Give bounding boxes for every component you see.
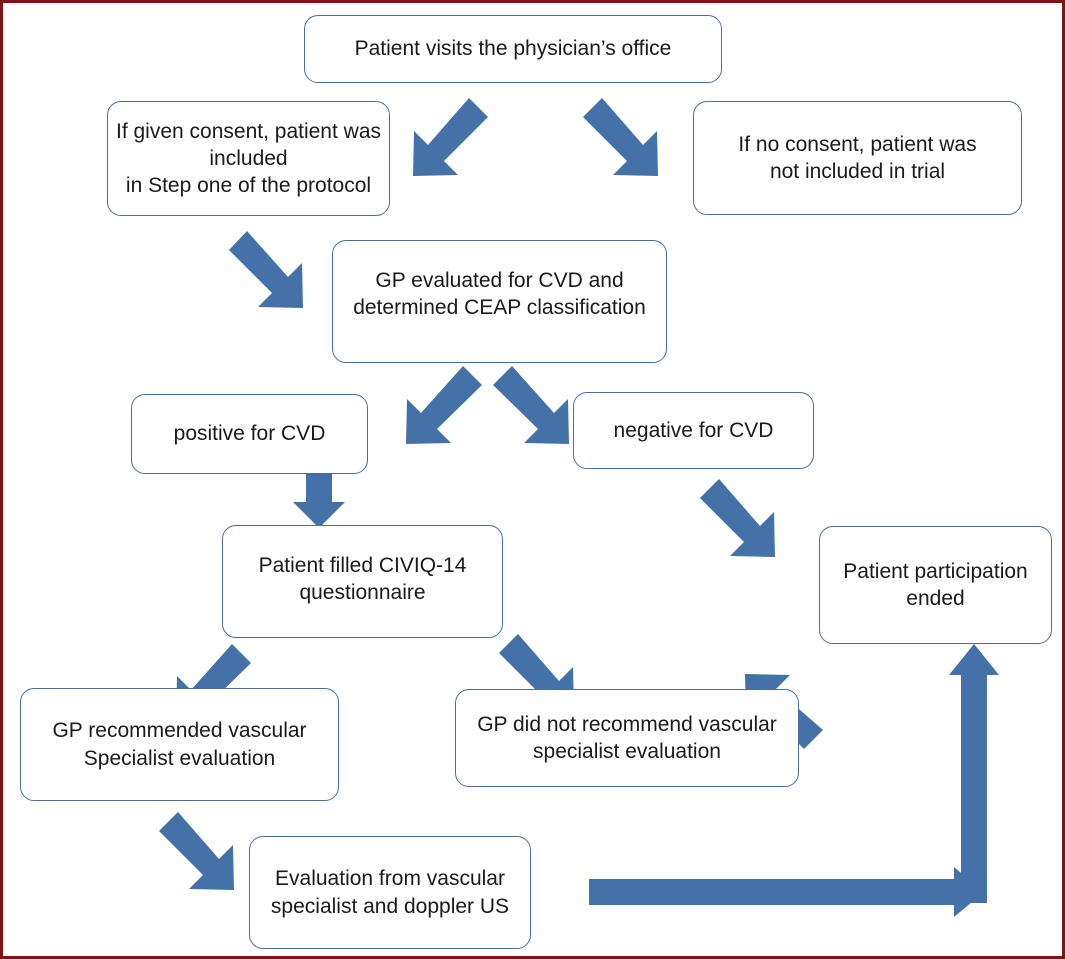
edge-gp-eval-to-cvd-neg [493,366,569,444]
edge-cvd-neg-to-ended [700,479,775,557]
node-gp-not-recommended-label: GP did not recommend vascular specialist… [477,712,777,763]
node-consent-given[interactable]: If given consent, patient was included i… [107,101,390,216]
node-gp-evaluation-label: GP evaluated for CVD and determined CEAP… [353,269,646,320]
edge-consent-yes-to-gp-eval [229,231,303,308]
node-patient-visit-label: Patient visits the physician’s office [354,37,672,61]
node-vascular-evaluation-label: Evaluation from vascular specialist and … [270,867,510,918]
edge-rec-yes-to-vasc-eval [159,812,234,890]
edge-vasc-eval-to-right [589,867,984,917]
node-participation-ended[interactable]: Patient participation ended [819,526,1052,644]
node-participation-ended-label: Patient participation ended [843,559,1028,610]
node-gp-evaluation[interactable]: GP evaluated for CVD and determined CEAP… [332,240,667,363]
edge-gp-eval-to-cvd-pos [406,366,482,444]
node-gp-recommended[interactable]: GP recommended vascular Specialist evalu… [20,688,339,801]
node-cvd-positive[interactable]: positive for CVD [131,394,368,474]
edge-visit-to-consent-no [583,98,658,176]
node-consent-given-label: If given consent, patient was included i… [116,119,381,198]
node-cvd-negative-label: negative for CVD [613,418,774,442]
edge-cvd-pos-to-civiq [293,469,345,528]
node-gp-not-recommended[interactable]: GP did not recommend vascular specialist… [455,689,799,787]
node-gp-recommended-label: GP recommended vascular Specialist evalu… [52,719,307,770]
node-patient-visit[interactable]: Patient visits the physician’s office [304,15,722,83]
node-no-consent[interactable]: If no consent, patient was not included … [693,101,1022,215]
node-civiq-questionnaire[interactable]: Patient filled CIVIQ-14 questionnaire [222,525,503,638]
node-civiq-questionnaire-label: Patient filled CIVIQ-14 questionnaire [258,554,467,605]
node-no-consent-label: If no consent, patient was not included … [738,132,977,183]
node-cvd-positive-label: positive for CVD [173,422,326,446]
node-cvd-negative[interactable]: negative for CVD [573,392,814,469]
node-vascular-evaluation[interactable]: Evaluation from vascular specialist and … [249,836,531,949]
edge-up-to-ended [949,644,999,903]
edge-visit-to-consent-yes [413,98,488,176]
